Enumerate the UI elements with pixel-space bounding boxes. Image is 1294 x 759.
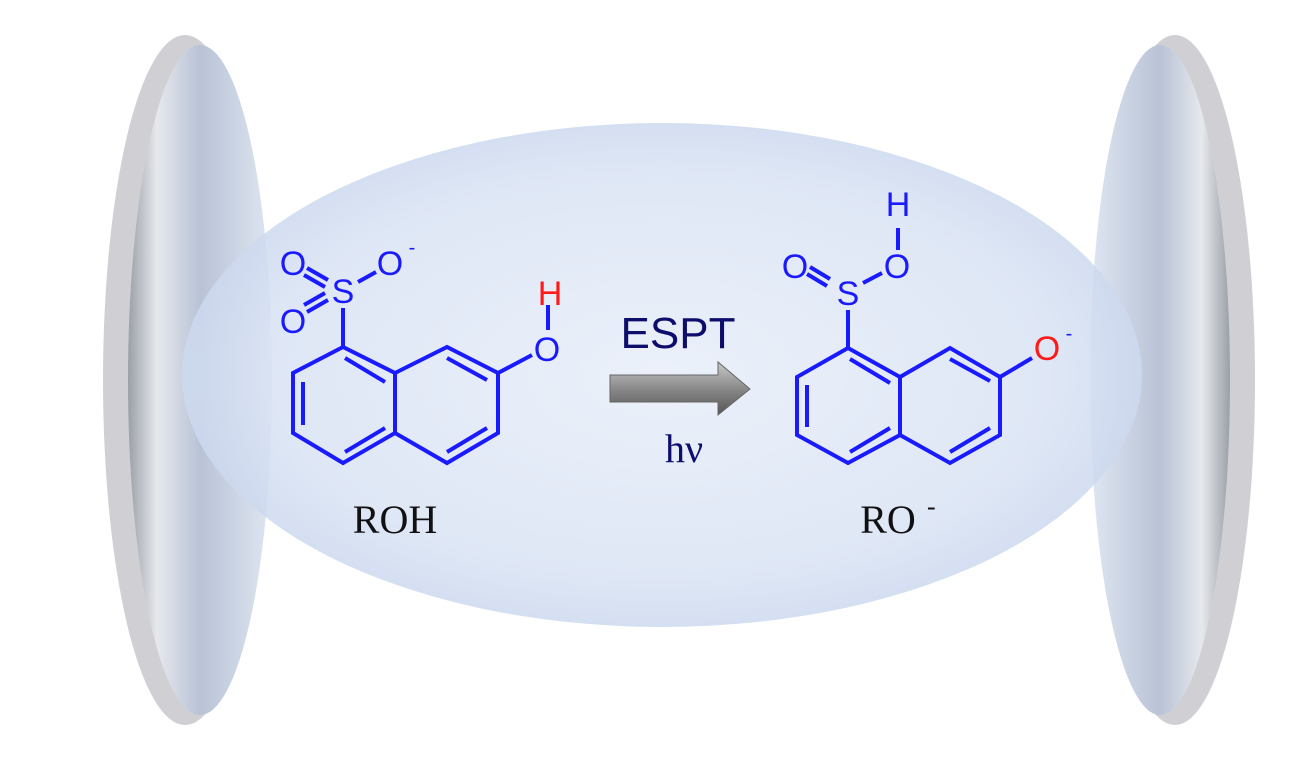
reaction-arrow [609, 360, 751, 417]
reactant-label: ROH [353, 497, 437, 542]
atom-h: H [886, 186, 911, 224]
right-mirror [1090, 35, 1255, 725]
espt-label: ESPT [621, 309, 736, 358]
atom-o: O [280, 303, 306, 341]
product-charge: - [927, 492, 936, 521]
atom-s: S [837, 275, 860, 313]
atom-o-anion: O [377, 245, 403, 283]
product-label: RO [860, 497, 916, 542]
charge: - [409, 237, 416, 259]
light-label: hν [665, 426, 703, 471]
atom-o: O [280, 245, 306, 283]
atom-o: O [782, 248, 808, 286]
atom-o-hydroxyl: O [534, 331, 560, 369]
reactant-molecule [291, 266, 550, 466]
atom-o-phenolate: O [1034, 330, 1060, 368]
product-molecule [795, 228, 1034, 466]
atom-h-acidic: H [538, 275, 563, 313]
charge: - [1066, 323, 1073, 345]
atom-o: O [884, 248, 910, 286]
atom-s: S [332, 273, 355, 311]
